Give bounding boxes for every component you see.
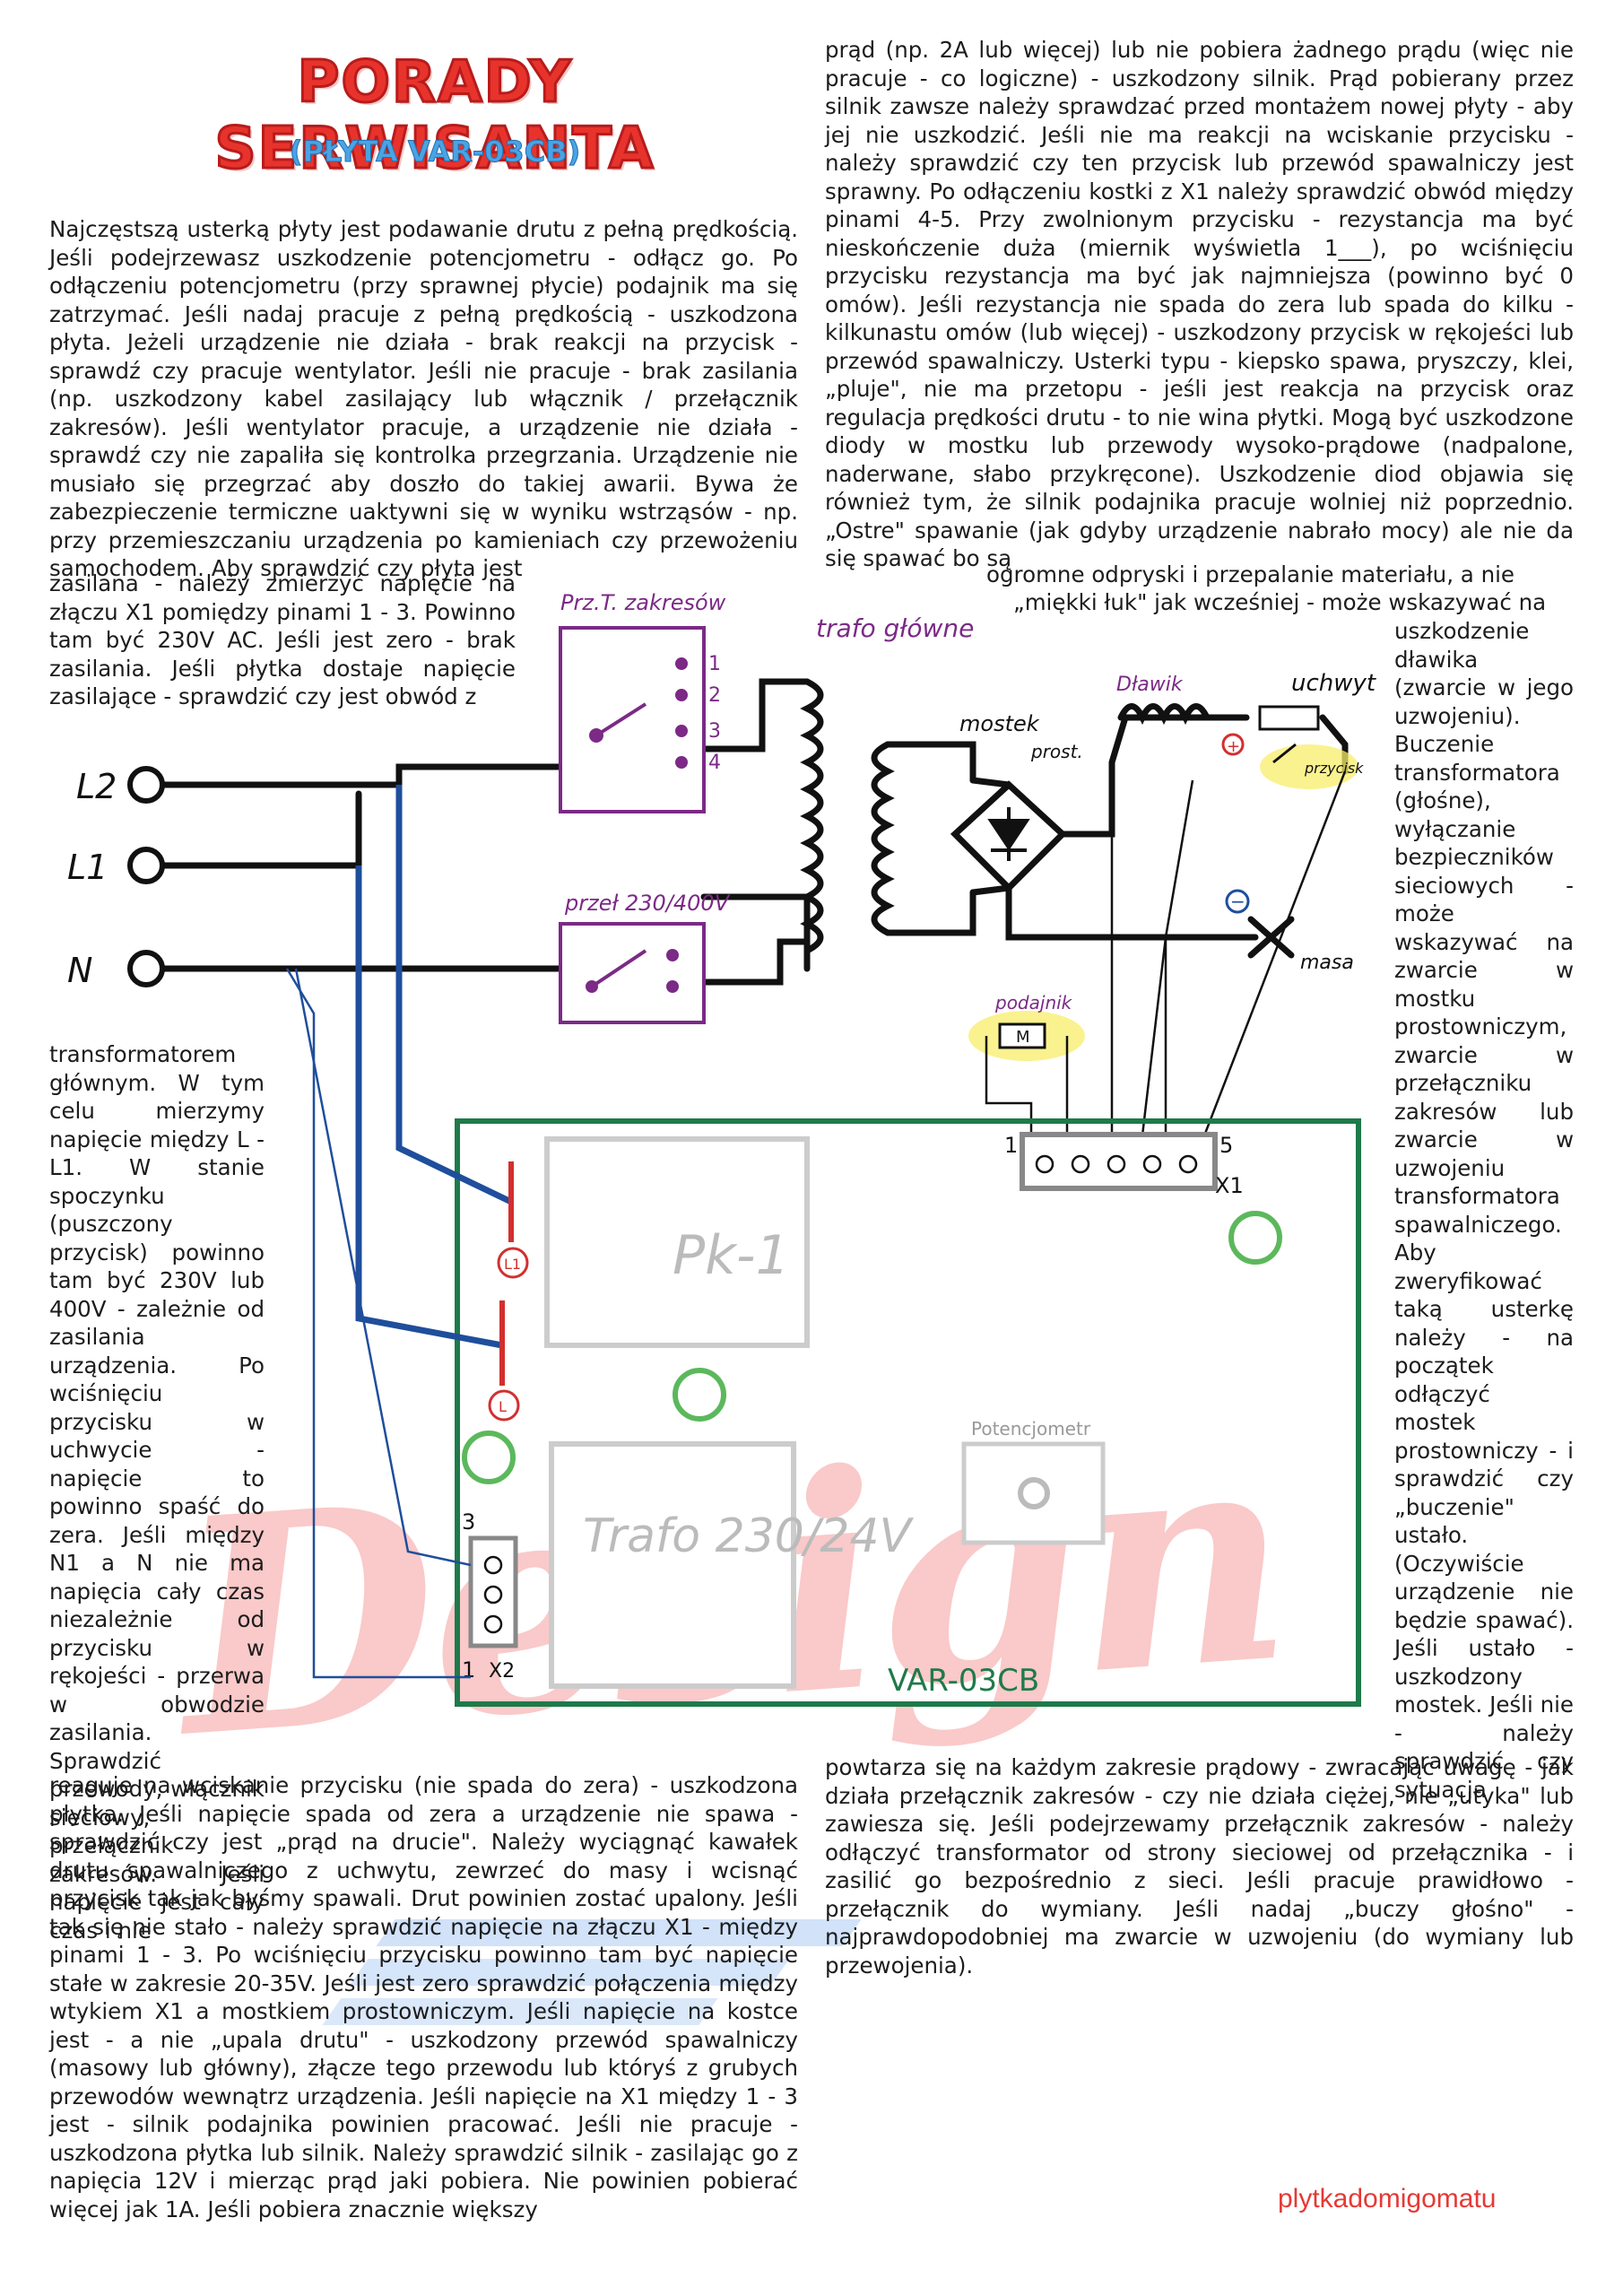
- x1-pin-first: 1: [1004, 1133, 1018, 1158]
- board-outline: [455, 1118, 1361, 1707]
- uchwyt-label: uchwyt: [1291, 670, 1376, 697]
- x2-label: X2: [489, 1660, 515, 1683]
- pk1-label: Pk-1: [673, 1224, 790, 1287]
- range-switch-label: Prz.T. zakresów: [560, 590, 726, 615]
- text-right-bottom: powtarza się na każdym zakresie prądowy …: [825, 1754, 1574, 1979]
- mostek-label: mostek: [959, 711, 1040, 736]
- trafo-small-label: Trafo 230/24V: [583, 1509, 915, 1563]
- plus-sign: +: [1227, 737, 1240, 756]
- text-left-bottom: reaguje na wciskanie przycisku (nie spad…: [49, 1772, 798, 2222]
- range-pin-4: 4: [708, 752, 721, 774]
- range-pin-1: 1: [708, 653, 721, 675]
- range-pin-2: 2: [708, 684, 721, 707]
- input-label-l2: L2: [76, 767, 117, 806]
- masa-label: masa: [1300, 952, 1354, 974]
- trafo-label: trafo główne: [816, 613, 974, 643]
- text-left-column: transformatorem głównym. W tym celu mier…: [49, 1041, 265, 1944]
- text-left-narrow: zasilana - należy zmierzyć napięcie na z…: [49, 570, 516, 709]
- text-right-shift-1: ogromne odpryski i przepalanie materiału…: [986, 561, 1515, 587]
- potencjometr-label: Potencjometr: [971, 1418, 1091, 1439]
- page-subtitle: (PŁYTA VAR-03CB): [289, 135, 581, 170]
- x1-label: X1: [1215, 1173, 1244, 1198]
- dlawik-label: Dławik: [1116, 674, 1184, 696]
- l-marker: L: [499, 1398, 507, 1415]
- x1-pin-last: 5: [1219, 1133, 1233, 1158]
- text-left-top: Najczęstszą usterką płyty jest podawanie…: [49, 216, 798, 581]
- text-right-column: uszkodzenie dławika (zwarcie w jego uzwo…: [1394, 618, 1574, 1803]
- mostek-sub-label: prost.: [1030, 741, 1083, 762]
- podajnik-label: podajnik: [994, 992, 1073, 1013]
- page-title: PORADY SERWISANTA: [213, 48, 655, 184]
- brand-label: plytkadomigomatu: [1278, 2184, 1497, 2213]
- text-right-top: prąd (np. 2A lub więcej) lub nie pobiera…: [825, 37, 1574, 571]
- voltage-switch-label: przeł 230/400V: [564, 891, 731, 916]
- motor-icon: [998, 1022, 1046, 1049]
- voltage-switch: przeł 230/400V: [559, 891, 731, 1024]
- x2-pin-first: 3: [462, 1509, 475, 1535]
- range-pin-3: 3: [708, 720, 721, 743]
- range-switch: 1 2 3 4 Prz.T. zakresów: [559, 590, 726, 813]
- text-right-shift-2: „miękki łuk" jak wcześniej - może wskazy…: [1013, 589, 1547, 615]
- l1-marker: L1: [504, 1256, 521, 1273]
- minus-sign: −: [1230, 891, 1245, 912]
- przycisk-label: przycisk: [1304, 760, 1364, 777]
- motor-symbol: M: [1016, 1028, 1030, 1047]
- x2-pin-last: 1: [462, 1657, 475, 1683]
- input-label-l1: L1: [67, 848, 108, 887]
- board-label: VAR-03CB: [888, 1663, 1039, 1699]
- input-label-n: N: [67, 951, 92, 990]
- holder-icon: [1258, 705, 1320, 731]
